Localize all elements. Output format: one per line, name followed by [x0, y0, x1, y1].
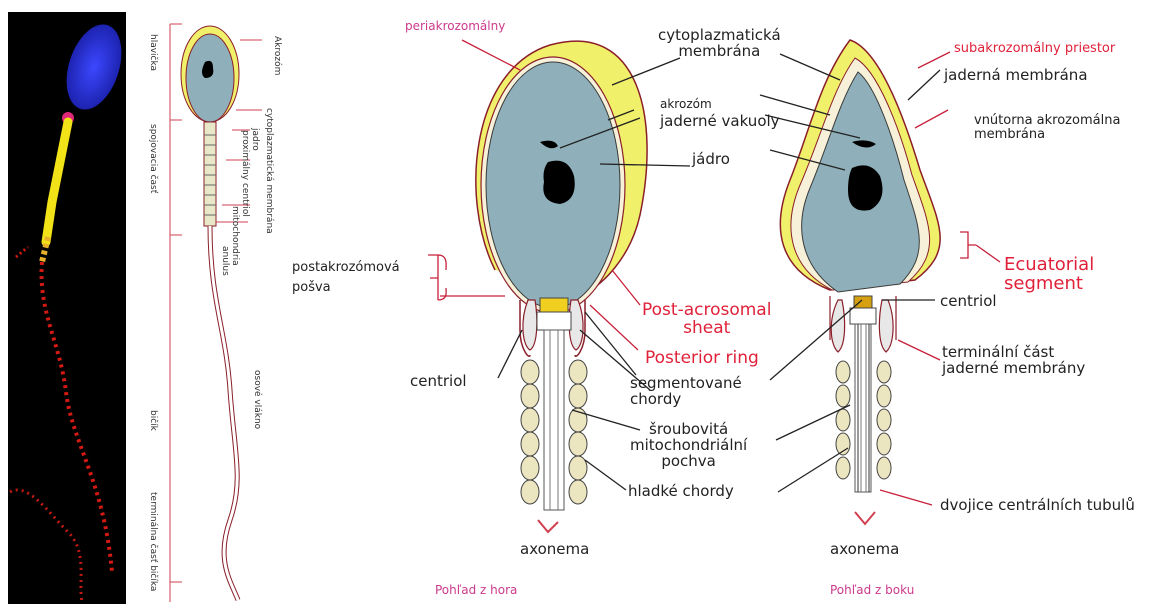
- label-dvojice-tubulu: dvojice centrálních tubulů: [940, 498, 1135, 514]
- label-akrozom: akrozóm: [660, 98, 712, 111]
- label-post-acrosomal-sheat: Post-acrosomal sheat: [642, 302, 771, 338]
- label-hladke-chordy: hladké chordy: [628, 484, 734, 500]
- small-sperm-diagram: [170, 24, 262, 602]
- label-cytoplazmaticka-small: cytoplazmatická membrána: [264, 108, 274, 234]
- label-periakrozomalny: periakrozomálny: [405, 20, 505, 33]
- label-jadro: jádro: [692, 152, 730, 168]
- label-anulus-small: anulus: [220, 246, 230, 276]
- label-bicik: bičík: [148, 410, 158, 431]
- side-view-diagram: [780, 40, 940, 524]
- label-centriol-small: proximálny centriol: [240, 130, 250, 217]
- label-posterior-ring: Posterior ring: [645, 350, 759, 368]
- label-subakrozomalny: subakrozomálny priestor: [954, 42, 1115, 56]
- label-sroubovita-pochva: šroubovitá mitochondriální pochva: [630, 422, 747, 469]
- label-centriol-right: centriol: [940, 294, 997, 310]
- label-jaderne-vakuoly: jaderné vakuoly: [660, 114, 780, 130]
- label-postakrozomova-posva: postakrozómová pošva: [292, 258, 400, 297]
- label-cytoplazmaticka-membrana: cytoplazmatická membrána: [658, 28, 781, 60]
- label-axonema-left: axonema: [520, 542, 589, 558]
- label-akrozom-small: Akrozóm: [272, 36, 282, 75]
- label-terminalna-cast: terminálna časť bičíka: [148, 492, 158, 591]
- label-terminalni-cast: terminální část jaderné membrány: [942, 345, 1085, 377]
- label-axonema-right: axonema: [830, 542, 899, 558]
- label-segmentovane-chordy: segmentované chordy: [630, 376, 742, 408]
- label-ecuatorial-segment: Ecuatorial segment: [1004, 256, 1163, 294]
- label-osove-vlakno: osové vlákno: [252, 370, 262, 429]
- label-mitochondria-small: mitochondria: [230, 206, 240, 266]
- label-spojovacia-cast: spojovacia časť: [148, 124, 158, 193]
- label-jaderna-membrana: jaderná membrána: [944, 68, 1088, 84]
- label-hlavicka: hlavička: [148, 34, 158, 71]
- caption-side-view: Pohľad z boku: [830, 584, 914, 597]
- label-vnutorna-membrana: vnútorna akrozomálna membrána: [974, 114, 1120, 141]
- caption-top-view: Pohľad z hora: [435, 584, 517, 597]
- label-centriol-left: centriol: [410, 374, 467, 390]
- label-jadro-small: jadro: [250, 128, 260, 151]
